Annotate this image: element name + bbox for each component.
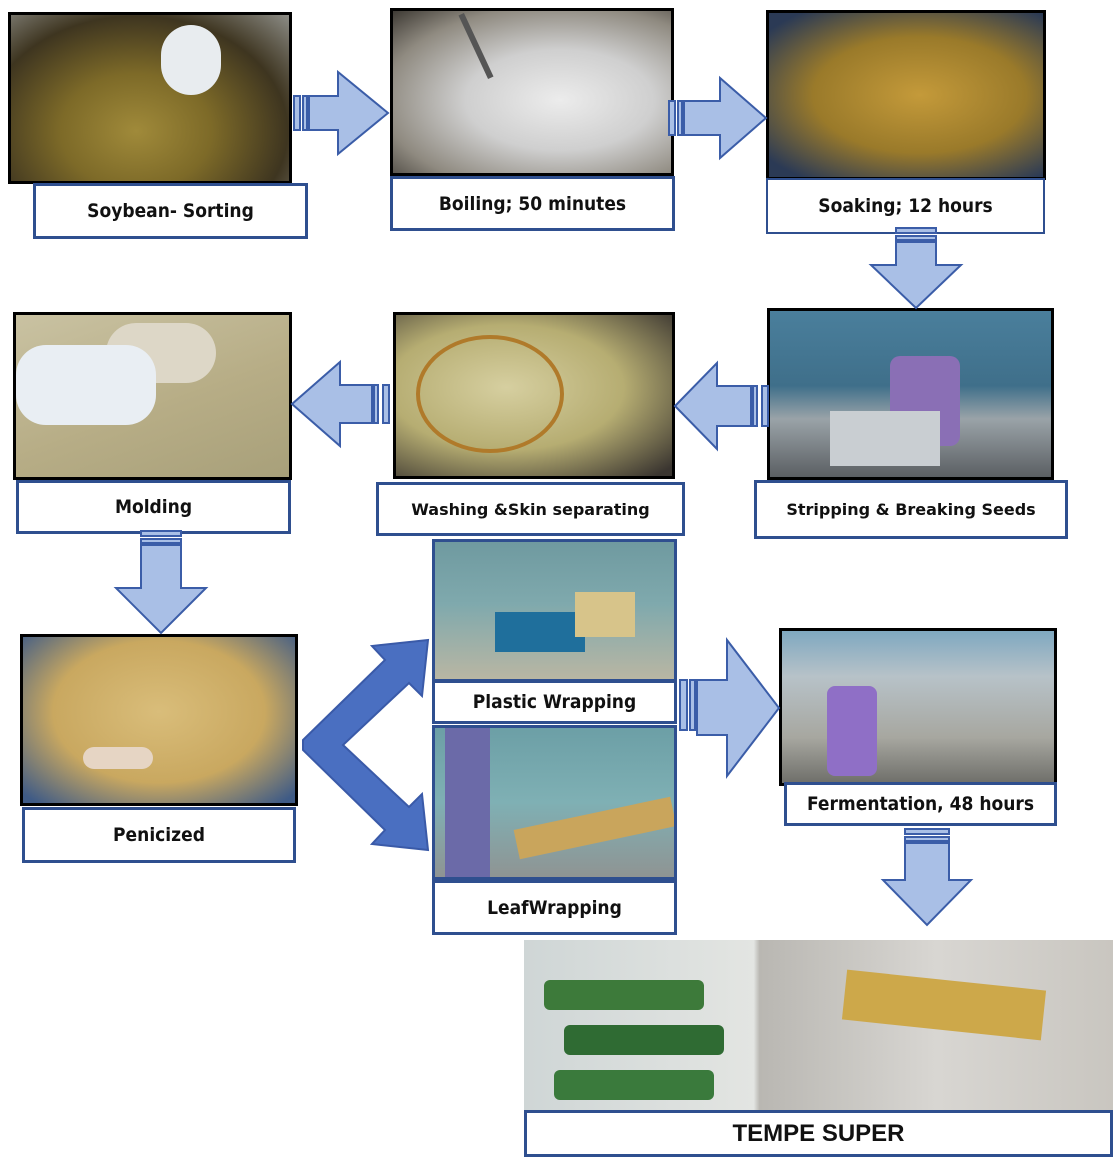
split-arrow-icon xyxy=(302,638,430,852)
label-plastic-wrapping: Plastic Wrapping xyxy=(432,680,677,724)
arrow-right-icon xyxy=(679,637,781,779)
label-text: Penicized xyxy=(113,824,205,846)
label-soaking: Soaking; 12 hours xyxy=(766,178,1045,234)
label-leaf-wrapping: LeafWrapping xyxy=(432,880,677,935)
label-boiling: Boiling; 50 minutes xyxy=(390,176,675,231)
label-text: TEMPE SUPER xyxy=(732,1119,905,1147)
label-text: Soybean- Sorting xyxy=(87,200,254,222)
photo-tempe-super xyxy=(524,940,1113,1118)
photo-penicized xyxy=(20,634,298,806)
arrow-right-icon xyxy=(668,75,768,161)
label-penicized: Penicized xyxy=(22,807,296,863)
photo-washing xyxy=(393,312,675,479)
photo-soaking xyxy=(766,10,1046,180)
photo-leaf-wrapping xyxy=(432,725,677,880)
label-text: Molding xyxy=(114,496,193,518)
photo-molding xyxy=(13,312,292,480)
photo-sorting xyxy=(8,12,292,184)
label-text: Boiling; 50 minutes xyxy=(438,192,627,215)
arrow-down-icon xyxy=(880,828,974,927)
photo-fermentation xyxy=(779,628,1057,786)
label-text: Soaking; 12 hours xyxy=(818,195,993,217)
arrow-left-icon xyxy=(673,360,769,452)
arrow-down-icon xyxy=(868,227,964,310)
label-tempe-super: TEMPE SUPER xyxy=(524,1110,1113,1157)
photo-stripping xyxy=(767,308,1054,480)
arrow-down-icon xyxy=(113,530,209,635)
label-text: LeafWrapping xyxy=(487,896,622,919)
label-text: Washing &Skin separating xyxy=(411,499,650,519)
label-text: Plastic Wrapping xyxy=(472,691,637,713)
label-fermentation: Fermentation, 48 hours xyxy=(784,782,1057,826)
label-text: Stripping & Breaking Seeds xyxy=(786,500,1036,519)
arrow-left-icon xyxy=(290,359,390,449)
label-soybean-sorting: Soybean- Sorting xyxy=(33,183,308,239)
arrow-right-icon xyxy=(293,69,390,157)
photo-boiling xyxy=(390,8,674,176)
label-stripping: Stripping & Breaking Seeds xyxy=(754,480,1068,539)
label-text: Fermentation, 48 hours xyxy=(806,793,1035,815)
label-washing: Washing &Skin separating xyxy=(376,482,685,536)
